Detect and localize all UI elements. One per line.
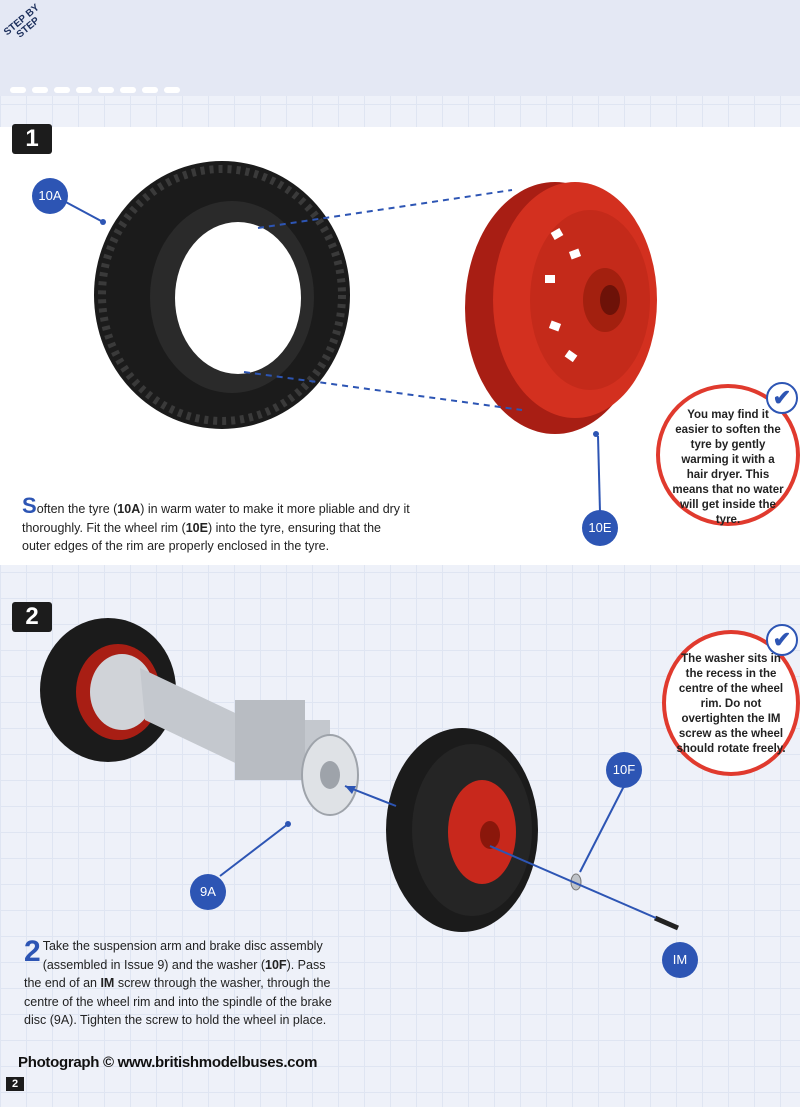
part-label-10f: 10F	[606, 752, 642, 788]
wheel-illustration	[386, 728, 538, 932]
wheel-rim-illustration	[465, 182, 657, 434]
screw-illustration	[654, 915, 679, 931]
checkmark-icon: ✔	[766, 382, 798, 414]
tyre-illustration	[94, 161, 350, 429]
step-1-number: 1	[12, 124, 52, 154]
page-number: 2	[6, 1077, 24, 1091]
step-2-lead: 2	[24, 935, 41, 968]
step-2-number: 2	[12, 602, 52, 632]
part-label-10a: 10A	[32, 178, 68, 214]
tip-bubble-1: You may find it easier to soften the tyr…	[656, 384, 800, 526]
header-dots	[10, 80, 186, 98]
checkmark-icon: ✔	[766, 624, 798, 656]
suspension-assembly-illustration	[40, 618, 359, 816]
part-label-9a: 9A	[190, 874, 226, 910]
step-1-instruction: Soften the tyre (10A) in warm water to m…	[22, 493, 410, 554]
header-stripe	[0, 0, 800, 96]
part-label-10e: 10E	[582, 510, 618, 546]
step-1-lead: S	[22, 493, 37, 518]
photo-credit: Photograph © www.britishmodelbuses.com	[18, 1054, 318, 1071]
part-label-im: IM	[662, 942, 698, 978]
